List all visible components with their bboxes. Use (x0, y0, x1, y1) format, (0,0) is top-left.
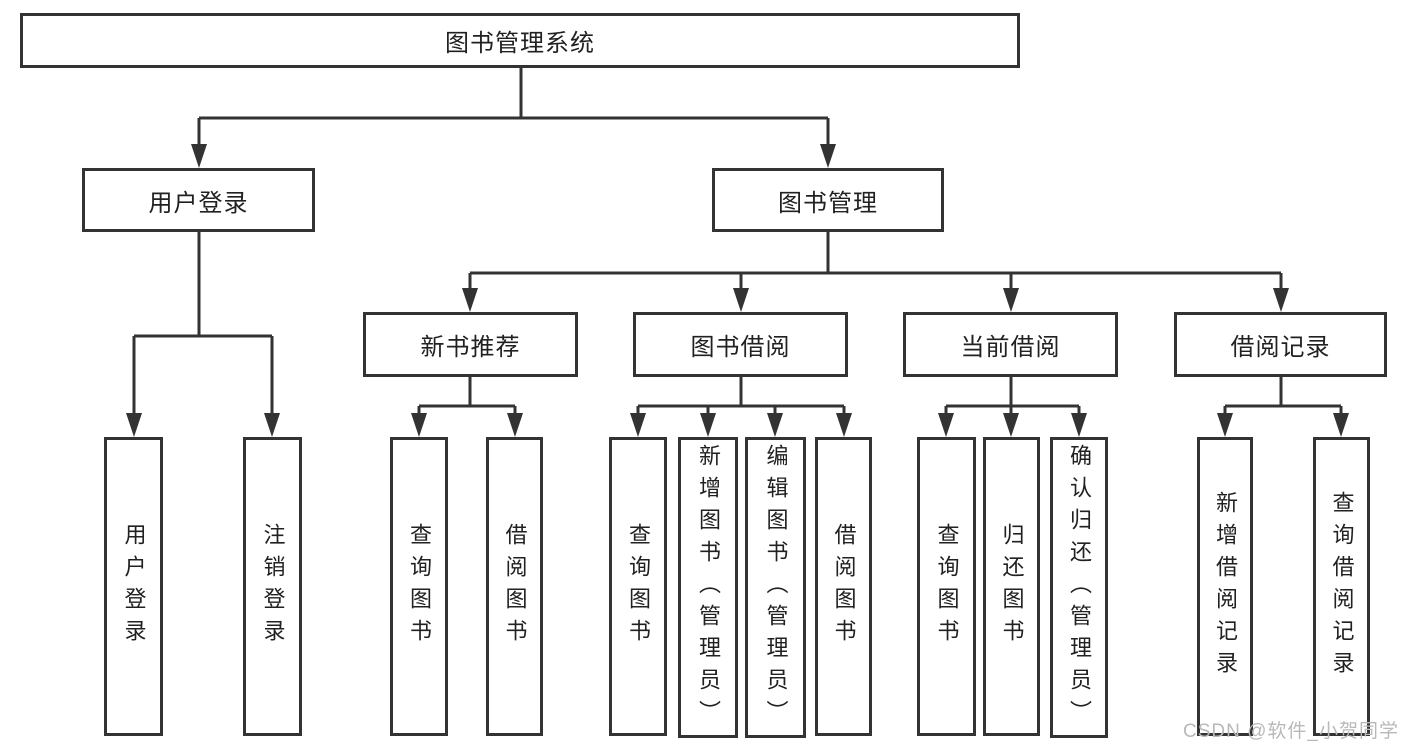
node-label: 查询图书 (407, 522, 432, 651)
node-book-management-system: 图书管理系统 (20, 13, 1020, 68)
leaf-borrow-books-recommend: 借阅图书 (486, 437, 543, 736)
node-label: 注销登录 (260, 522, 286, 651)
leaf-return-books: 归还图书 (983, 437, 1040, 736)
csdn-watermark: CSDN @软件_小贺同学 (1183, 721, 1399, 742)
leaf-logout: 注销登录 (243, 437, 302, 736)
node-label: 借阅记录 (1230, 334, 1331, 361)
leaf-query-books-recommend: 查询图书 (390, 437, 448, 736)
node-label: 图书管理 (778, 189, 878, 217)
node-label: 新增图书（管理员） (696, 443, 721, 732)
node-label: 当前借阅 (960, 334, 1061, 361)
node-label: 查询图书 (934, 522, 960, 651)
node-user-login: 用户登录 (82, 168, 315, 232)
leaf-borrow-books: 借阅图书 (815, 437, 872, 736)
node-label: 图书借阅 (690, 334, 791, 361)
leaf-query-books-borrow: 查询图书 (609, 437, 667, 736)
leaf-add-borrow-record: 新增借阅记录 (1197, 437, 1253, 736)
node-book-management: 图书管理 (712, 168, 944, 232)
node-label: 图书管理系统 (445, 30, 595, 57)
node-borrowing-records: 借阅记录 (1174, 312, 1387, 377)
node-label: 用户登录 (121, 522, 147, 651)
node-label: 确认归还（管理员） (1067, 443, 1092, 732)
leaf-query-borrow-record: 查询借阅记录 (1313, 437, 1370, 736)
node-label: 借阅图书 (502, 522, 528, 651)
node-label: 归还图书 (999, 522, 1025, 651)
node-label: 编辑图书（管理员） (763, 443, 789, 732)
leaf-add-books-admin: 新增图书（管理员） (678, 437, 738, 738)
node-new-book-recommendation: 新书推荐 (363, 312, 578, 377)
node-current-borrowing: 当前借阅 (903, 312, 1118, 377)
node-label: 查询图书 (626, 522, 651, 651)
node-label: 借阅图书 (831, 522, 857, 651)
leaf-edit-books-admin: 编辑图书（管理员） (745, 437, 806, 738)
leaf-query-books-current: 查询图书 (917, 437, 976, 736)
leaf-confirm-return-admin: 确认归还（管理员） (1050, 437, 1108, 738)
node-label: 新增借阅记录 (1213, 490, 1238, 683)
node-label: 用户登录 (148, 189, 249, 217)
node-label: 查询借阅记录 (1329, 490, 1355, 683)
leaf-user-login: 用户登录 (104, 437, 163, 736)
node-label: 新书推荐 (420, 334, 521, 361)
node-book-borrowing: 图书借阅 (633, 312, 848, 377)
